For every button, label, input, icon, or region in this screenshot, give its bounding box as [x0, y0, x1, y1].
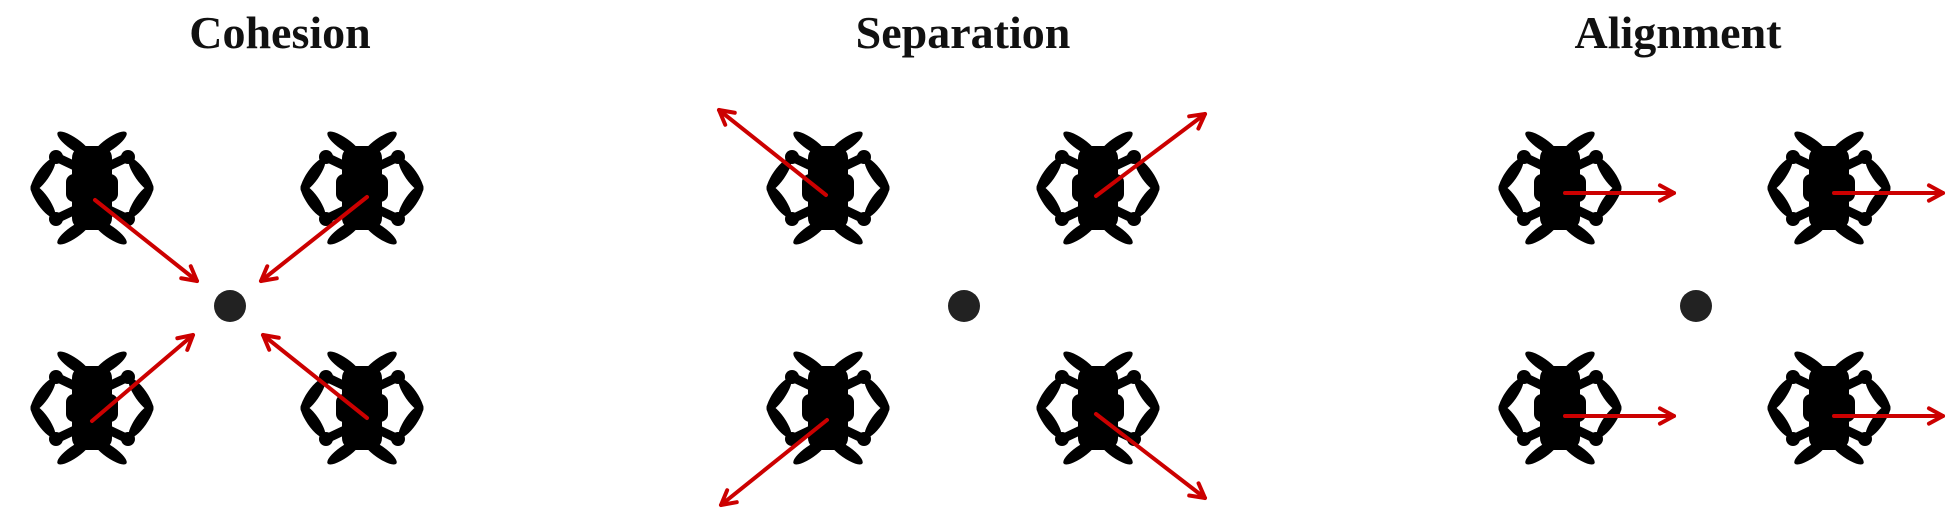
velocity-arrow: [717, 108, 828, 197]
velocity-arrow: [1094, 112, 1207, 198]
drone-icon: [1498, 131, 1622, 245]
separation-panel: Separation: [683, 0, 1243, 522]
drone-icon: [766, 131, 890, 245]
velocity-arrow: [259, 195, 369, 283]
velocity-arrow: [719, 418, 829, 507]
cohesion-panel: Cohesion: [0, 0, 560, 522]
velocity-arrow: [261, 333, 369, 420]
velocity-arrow: [1094, 412, 1207, 500]
drone-icon: [1767, 131, 1891, 245]
alignment-panel: Alignment: [1398, 0, 1958, 522]
velocity-arrow: [1563, 183, 1676, 203]
velocity-arrow: [1832, 183, 1945, 203]
cohesion-diagram: [30, 131, 424, 465]
velocity-arrow: [1832, 406, 1945, 426]
drone-icon: [30, 351, 154, 465]
swarm-center-dot: [1680, 290, 1712, 322]
alignment-diagram: [1498, 131, 1945, 465]
swarm-center-dot: [214, 290, 246, 322]
drone-icon: [30, 131, 154, 245]
drone-icon: [300, 351, 424, 465]
swarm-center-dot: [948, 290, 980, 322]
alignment-title: Alignment: [1574, 7, 1782, 58]
separation-title: Separation: [855, 7, 1071, 58]
drone-icon: [1767, 351, 1891, 465]
separation-diagram: [717, 108, 1207, 507]
drone-icon: [1498, 351, 1622, 465]
velocity-arrow: [1563, 406, 1676, 426]
velocity-arrow: [93, 198, 199, 283]
cohesion-title: Cohesion: [189, 7, 371, 58]
drone-icon: [766, 351, 890, 465]
velocity-arrow: [90, 333, 195, 423]
drone-icon: [1036, 131, 1160, 245]
drone-icon: [300, 131, 424, 245]
